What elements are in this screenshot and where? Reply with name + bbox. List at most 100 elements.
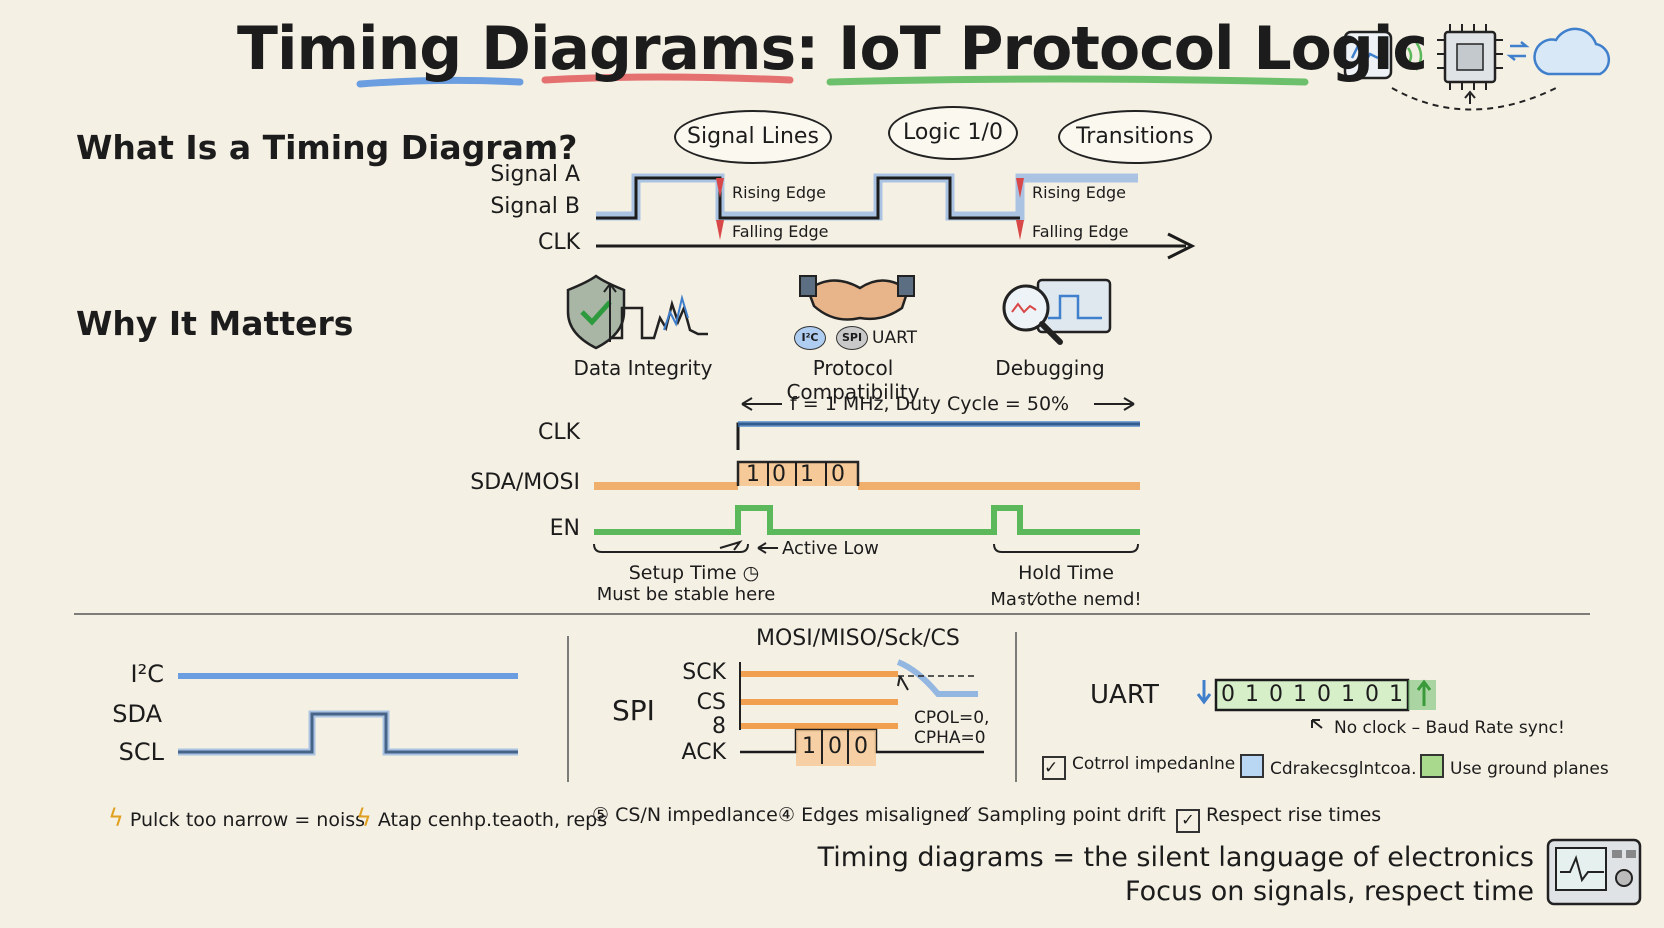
connection-arrows [1391,85,1561,111]
uart-bit: 0 [1365,682,1379,707]
transfer-arrows-icon [1506,41,1530,61]
cloud-icon [1533,27,1611,76]
signal-b-label: Signal B [490,194,580,219]
uart-bit: 1 [1293,682,1307,707]
freq-arrow-right [1094,397,1135,411]
edge-label-falling-1: Falling Edge [732,222,829,241]
pitfall-5: ⟋ Sampling point drift [958,804,1166,826]
spi-sck-drop [896,659,978,697]
signal-noise-icon [603,282,708,342]
setup-time-label: Setup Time ◷ [628,562,760,584]
active-low-arrow [757,542,778,554]
bubble-signal-lines: Signal Lines [674,110,832,164]
example-en-label: EN [549,516,580,541]
checkbox-blue-icon [1240,754,1264,778]
example-clk-label: CLK [537,420,580,445]
lightning-icon: ϟ [356,804,372,832]
uart-check-3: Use ground planes [1420,754,1609,779]
uart-bits: 0 1 0 1 0 1 0 1 [1216,682,1408,707]
title-underline-green [826,75,1309,86]
edge-marker-1 [716,178,724,198]
uart-note: No clock – Baud Rate sync! [1334,718,1565,738]
spi-title: SPI [612,694,655,727]
freq-arrow-left [741,397,782,411]
uart-bit: 0 [1317,682,1331,707]
sda-bit: 0 [772,462,786,487]
active-low-label: Active Low [782,538,879,559]
setup-arrow [719,540,743,551]
uart-up-arrow [1416,679,1432,706]
clk-label: CLK [537,230,580,255]
uart-bit: 1 [1245,682,1259,707]
sda-bit-dividers [767,462,827,486]
pitfall-3: ⑤ CS/N impedlance [592,804,778,826]
uart-title: UART [1090,680,1159,710]
bubble-logic: Logic 1/0 [888,106,1018,160]
circled-4-icon: ④ [778,804,796,826]
i2c-scl-label: SCL [118,738,164,766]
spi-8-label: 8 [712,714,726,739]
example-sda-label: SDA/MOSI [470,470,580,495]
lightning-icon: ϟ [108,804,124,832]
i2c-title: I²C [130,660,164,688]
waveform-icon: ⟋ [958,804,972,826]
hold-time-label: Hold Time [1018,562,1114,584]
signal-a-label: Signal A [490,162,580,187]
setup-brace [593,543,749,553]
uart-note-arrow [1311,719,1323,729]
why-item-data-integrity: Data Integrity [573,356,713,380]
sensor-icon [1343,30,1393,80]
why-heading: Why It Matters [76,304,354,343]
uart-bit-frame [1214,678,1410,712]
badge-uart: UART [872,328,918,348]
circled-5-icon: ⑤ [592,804,610,826]
hold-brace [993,543,1139,553]
hold-time-note: Maรt⁄othe nemd! [990,589,1142,610]
clock-icon: ◷ [742,562,760,584]
handshake-icon [799,275,915,321]
closing-line-2: Focus on signals, respect time [1125,876,1534,907]
pitfall-4: ④ Edges misaligned [778,804,969,826]
sda-bits: 1 0 1 0 [740,462,854,487]
why-item-debugging: Debugging [995,356,1105,380]
sda-bit: 0 [831,462,845,487]
spi-cpha-note: CPHA=0 [914,728,986,748]
spi-data-box [796,730,876,766]
i2c-sda-highlight [178,710,518,756]
edge-marker-3 [1016,178,1024,198]
edge-marker-4 [1016,220,1024,240]
spi-bit: 0 [828,734,842,759]
title-underline-blue [356,76,524,88]
edge-label-falling-2: Falling Edge [1032,222,1129,241]
pitfall-1: ϟ Pulck too narrow = noiss [108,804,366,832]
title-underline-red [541,73,794,84]
pitfall-2: ϟ Atap cenhp.teaoth, reps [356,804,608,832]
freq-label: f = 1 MHz, Duty Cycle = 50% [790,393,1070,415]
clk-arrowhead [1167,232,1196,260]
bubble-transitions: Transitions [1058,110,1212,164]
pitfall-6: ✓Respect rise times [1176,804,1381,833]
i2c-sda-label: SDA [112,700,162,728]
checkbox-checked-icon: ✓ [1176,809,1200,833]
edge-label-rising-2: Rising Edge [1032,183,1126,202]
badge-spi: SPI [836,326,868,350]
page-title: Timing Diagrams: IoT Protocol Logic [237,14,1428,84]
intro-heading: What Is a Timing Diagram? [76,128,578,167]
uart-check-1: ✓Cotrrol impedanlne [1042,754,1236,780]
en-trace [594,505,1140,535]
closing-line-1: Timing diagrams = the silent language of… [817,842,1534,873]
uart-bit: 1 [1341,682,1355,707]
chip-icon [1437,24,1503,90]
example-clk-trace [736,422,1140,450]
checkbox-checked-icon: ✓ [1042,756,1066,780]
spi-cs-label: CS [696,690,726,715]
spi-ack-label: ACK [681,740,726,765]
sda-bit: 1 [746,462,760,487]
wireless-icon [1406,41,1423,71]
spi-sck-label: SCK [682,660,726,685]
sda-bit: 1 [800,462,814,487]
edge-label-rising-1: Rising Edge [732,183,826,202]
uart-bit: 0 [1269,682,1283,707]
i2c-sda-trace [178,712,518,754]
